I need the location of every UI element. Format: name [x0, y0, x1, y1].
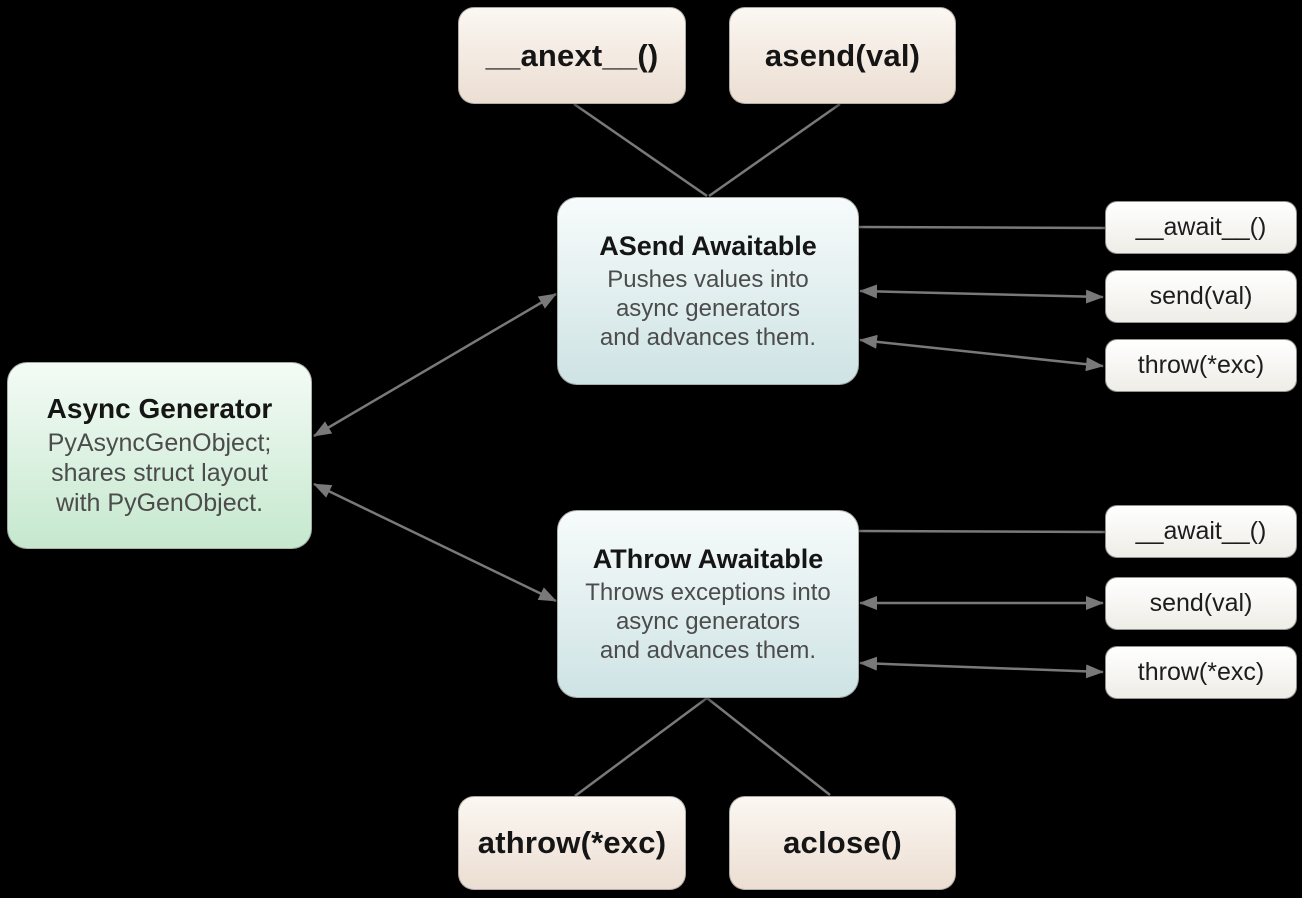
node-asend-method-throw: throw(*exc)	[1105, 339, 1297, 392]
node-anext: __anext__()	[458, 7, 686, 104]
node-asend: asend(val)	[729, 7, 956, 104]
athrow-awaitable-body-line: async generators	[615, 607, 801, 635]
athrow-method-send-label: send(val)	[1149, 589, 1253, 617]
asend-awaitable-body-line: async generators	[615, 294, 801, 322]
node-asend-method-await: __await__()	[1105, 201, 1297, 254]
node-aclose-label: aclose()	[783, 825, 902, 860]
edge-athrow-awaitable-to-throw	[859, 656, 1104, 679]
edge-asyncgen-to-athrow-awaitable	[313, 482, 557, 603]
node-athrow-method-throw: throw(*exc)	[1105, 646, 1297, 699]
asend-method-send-label: send(val)	[1149, 282, 1253, 310]
asend-method-throw-label: throw(*exc)	[1137, 351, 1265, 379]
edge-athrow-awaitable-to-await	[858, 529, 1106, 534]
athrow-awaitable-body-line: and advances them.	[599, 636, 817, 664]
asend-method-await-label: __await__()	[1135, 213, 1267, 241]
node-asend-method-send: send(val)	[1105, 270, 1297, 323]
node-anext-label: __anext__()	[485, 37, 659, 73]
node-athrow-exc-label: athrow(*exc)	[477, 825, 667, 860]
athrow-awaitable-title: AThrow Awaitable	[592, 543, 824, 574]
asend-awaitable-body-line: and advances them.	[599, 323, 817, 351]
node-athrow-method-await: __await__()	[1105, 505, 1297, 558]
edge-athrow-awaitable-to-aclose	[706, 697, 831, 796]
node-asend-label: asend(val)	[764, 37, 921, 73]
node-asend-awaitable: ASend Awaitable Pushes values into async…	[557, 197, 859, 385]
async-generator-body-line: shares struct layout	[51, 459, 268, 487]
asend-awaitable-body-line: Pushes values into	[607, 265, 809, 293]
node-athrow-awaitable: AThrow Awaitable Throws exceptions into …	[557, 510, 859, 698]
async-generator-body-line: PyAsyncGenObject;	[47, 429, 272, 457]
edge-anext-to-asend-awaitable	[573, 102, 708, 198]
edge-asend-awaitable-to-await	[858, 225, 1106, 230]
node-athrow-method-send: send(val)	[1105, 577, 1297, 630]
node-async-generator: Async Generator PyAsyncGenObject; shares…	[7, 362, 312, 549]
athrow-awaitable-body-line: Throws exceptions into	[585, 578, 831, 606]
edge-asend-to-asend-awaitable	[708, 102, 841, 198]
node-athrow-exc: athrow(*exc)	[458, 796, 686, 890]
edge-asend-awaitable-to-throw	[859, 334, 1104, 372]
athrow-method-throw-label: throw(*exc)	[1137, 658, 1265, 686]
edge-athrow-awaitable-to-athrowexc	[574, 696, 708, 798]
athrow-method-await-label: __await__()	[1135, 517, 1267, 545]
async-generator-title: Async Generator	[46, 393, 273, 424]
edge-asend-awaitable-to-send	[859, 284, 1104, 304]
async-generator-body-line: with PyGenObject.	[55, 489, 264, 517]
edge-asyncgen-to-asend-awaitable	[313, 292, 557, 438]
asend-awaitable-title: ASend Awaitable	[599, 230, 817, 261]
node-aclose: aclose()	[729, 796, 956, 890]
